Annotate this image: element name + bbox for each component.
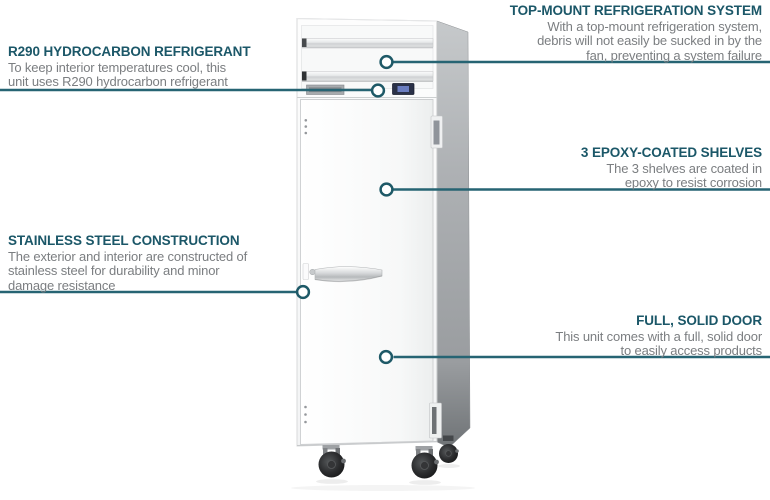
callout-title: FULL, SOLID DOOR [636,313,762,328]
callout-title: 3 EPOXY-COATED SHELVES [580,145,762,160]
callout-description: With a top-mount refrigeration system, d… [537,18,762,63]
louver-end-cap-bottom [302,71,307,81]
callout-full-solid-door: FULL, SOLID DOOR This unit comes with a … [482,313,762,359]
door-left-screws [304,119,308,424]
caster-back-right [439,435,459,463]
callout-description: To keep interior temperatures cool, this… [8,59,228,89]
callout-description: The 3 shelves are coated in epoxy to res… [606,160,762,190]
callout-marker-shelves [379,182,394,197]
callout-r290-refrigerant: R290 HYDROCARBON REFRIGERANT To keep int… [8,44,278,90]
compressor-grille [301,25,434,89]
louver-vent-bottom [301,71,434,81]
handle-knob [309,268,316,276]
callout-marker-solid-door [378,349,394,365]
callout-epoxy-shelves: 3 EPOXY-COATED SHELVES The 3 shelves are… [482,145,762,191]
hinge-bottom [429,402,442,439]
callout-title: STAINLESS STEEL CONSTRUCTION [8,233,240,248]
cabinet-top-edge [296,18,438,22]
callout-stainless-construction: STAINLESS STEEL CONSTRUCTION The exterio… [8,233,288,293]
callout-description: This unit comes with a full, solid door … [555,328,762,358]
hinge-top [430,115,443,149]
handle-shadow [314,275,383,283]
callout-top-mount-system: TOP-MOUNT REFRIGERATION SYSTEM With a to… [482,3,762,63]
cabinet-bottom-edge [296,441,438,446]
callout-marker-refrigerant [370,83,386,98]
callout-marker-stainless [295,284,311,300]
callout-title: R290 HYDROCARBON REFRIGERANT [8,44,251,59]
callout-description: The exterior and interior are constructe… [8,248,248,293]
caster-front-left [318,445,346,478]
callout-title: TOP-MOUNT REFRIGERATION SYSTEM [509,3,762,18]
caster-front-right [411,446,439,479]
callout-marker-top-mount [379,54,394,70]
refrigerator-door [300,99,443,445]
casters [318,435,459,479]
louver-vent-top [301,38,434,48]
door-handle [302,263,383,283]
temperature-display-screen [397,86,409,92]
floor-shadow [291,464,475,491]
callout-connectors [0,54,770,365]
handle-mount [302,263,309,280]
cabinet-side-panel [436,20,471,448]
louver-end-cap-top [302,38,307,47]
